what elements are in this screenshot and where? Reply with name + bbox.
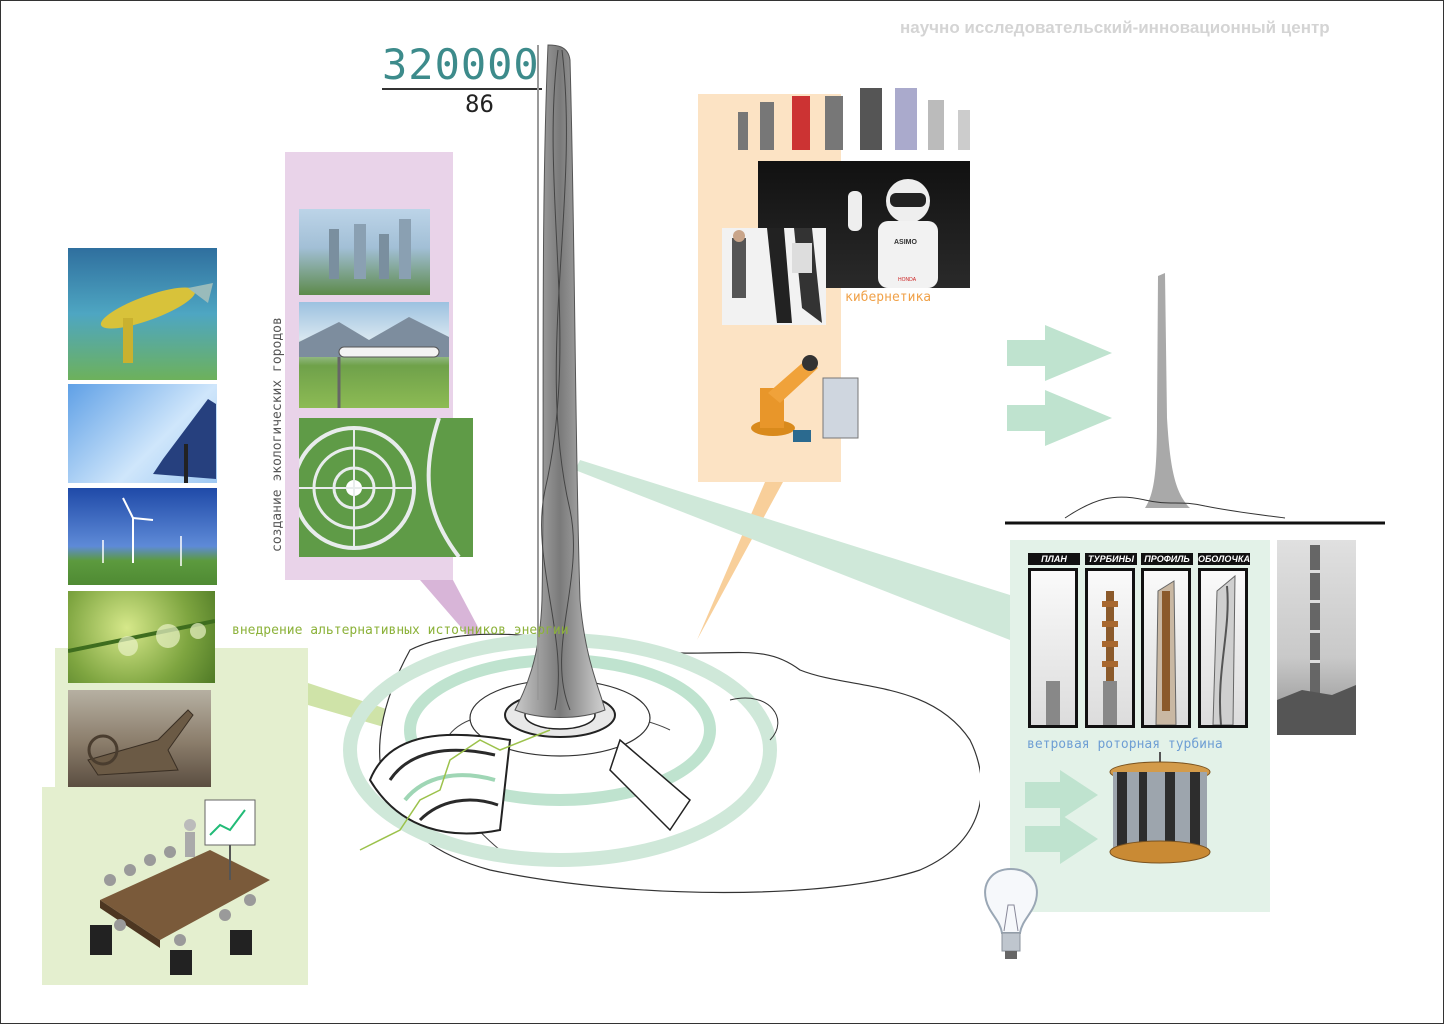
cybernetics-label: кибернетика [845,290,932,305]
solar-panel-photo [68,384,217,483]
panel-profile [1141,568,1191,728]
panel-shell [1198,568,1248,728]
panel-plan [1028,568,1078,728]
arrow-3 [1025,770,1098,820]
industrial-robot-photo [751,355,859,442]
robot-lineup-photo [738,88,970,150]
wind-turbine-label: ветровая роторная турбина [1027,737,1223,752]
arrow-2 [1007,390,1112,446]
eco-city-towers-photo [299,209,430,295]
tower-elevation [1005,273,1385,525]
monorail-photo [299,302,449,408]
panel-header-profile: ПРОФИЛЬ [1141,553,1193,565]
panel-turbines [1085,568,1135,728]
alt-energy-label: внедрение альтернативных источников энер… [232,623,569,638]
eco-cities-label: создание экологических городов [270,317,285,552]
light-bulb-icon [984,867,1038,959]
tower-masterplan [343,44,980,894]
stat-primary: 320000 [382,40,540,89]
asimo-badge: ASIMO [894,239,918,246]
arrow-1 [1007,325,1112,381]
rotor-turbine-illustration [1109,752,1211,864]
wind-callout [575,460,1010,640]
circular-city-photo [299,418,473,557]
stat-secondary: 86 [465,90,494,118]
honda-badge: HONDA [898,277,917,283]
meeting-illustration [90,799,270,975]
page-title: научно исследовательский-инновационный ц… [900,18,1330,37]
panel-header-plan: ПЛАН [1028,553,1080,565]
underwater-turbine-photo [68,248,217,380]
wind-farm-photo [68,488,217,585]
panel-header-shell: ОБОЛОЧКА [1198,553,1250,565]
excavator-photo [68,690,211,787]
dewdrop-photo [68,591,215,683]
panel-header-turbines: ТУРБИНЫ [1085,553,1137,565]
exoskeleton-photo [722,228,826,325]
arrow-4 [1025,814,1098,864]
stat-divider [382,88,542,90]
tower-site-photo [1277,540,1356,735]
